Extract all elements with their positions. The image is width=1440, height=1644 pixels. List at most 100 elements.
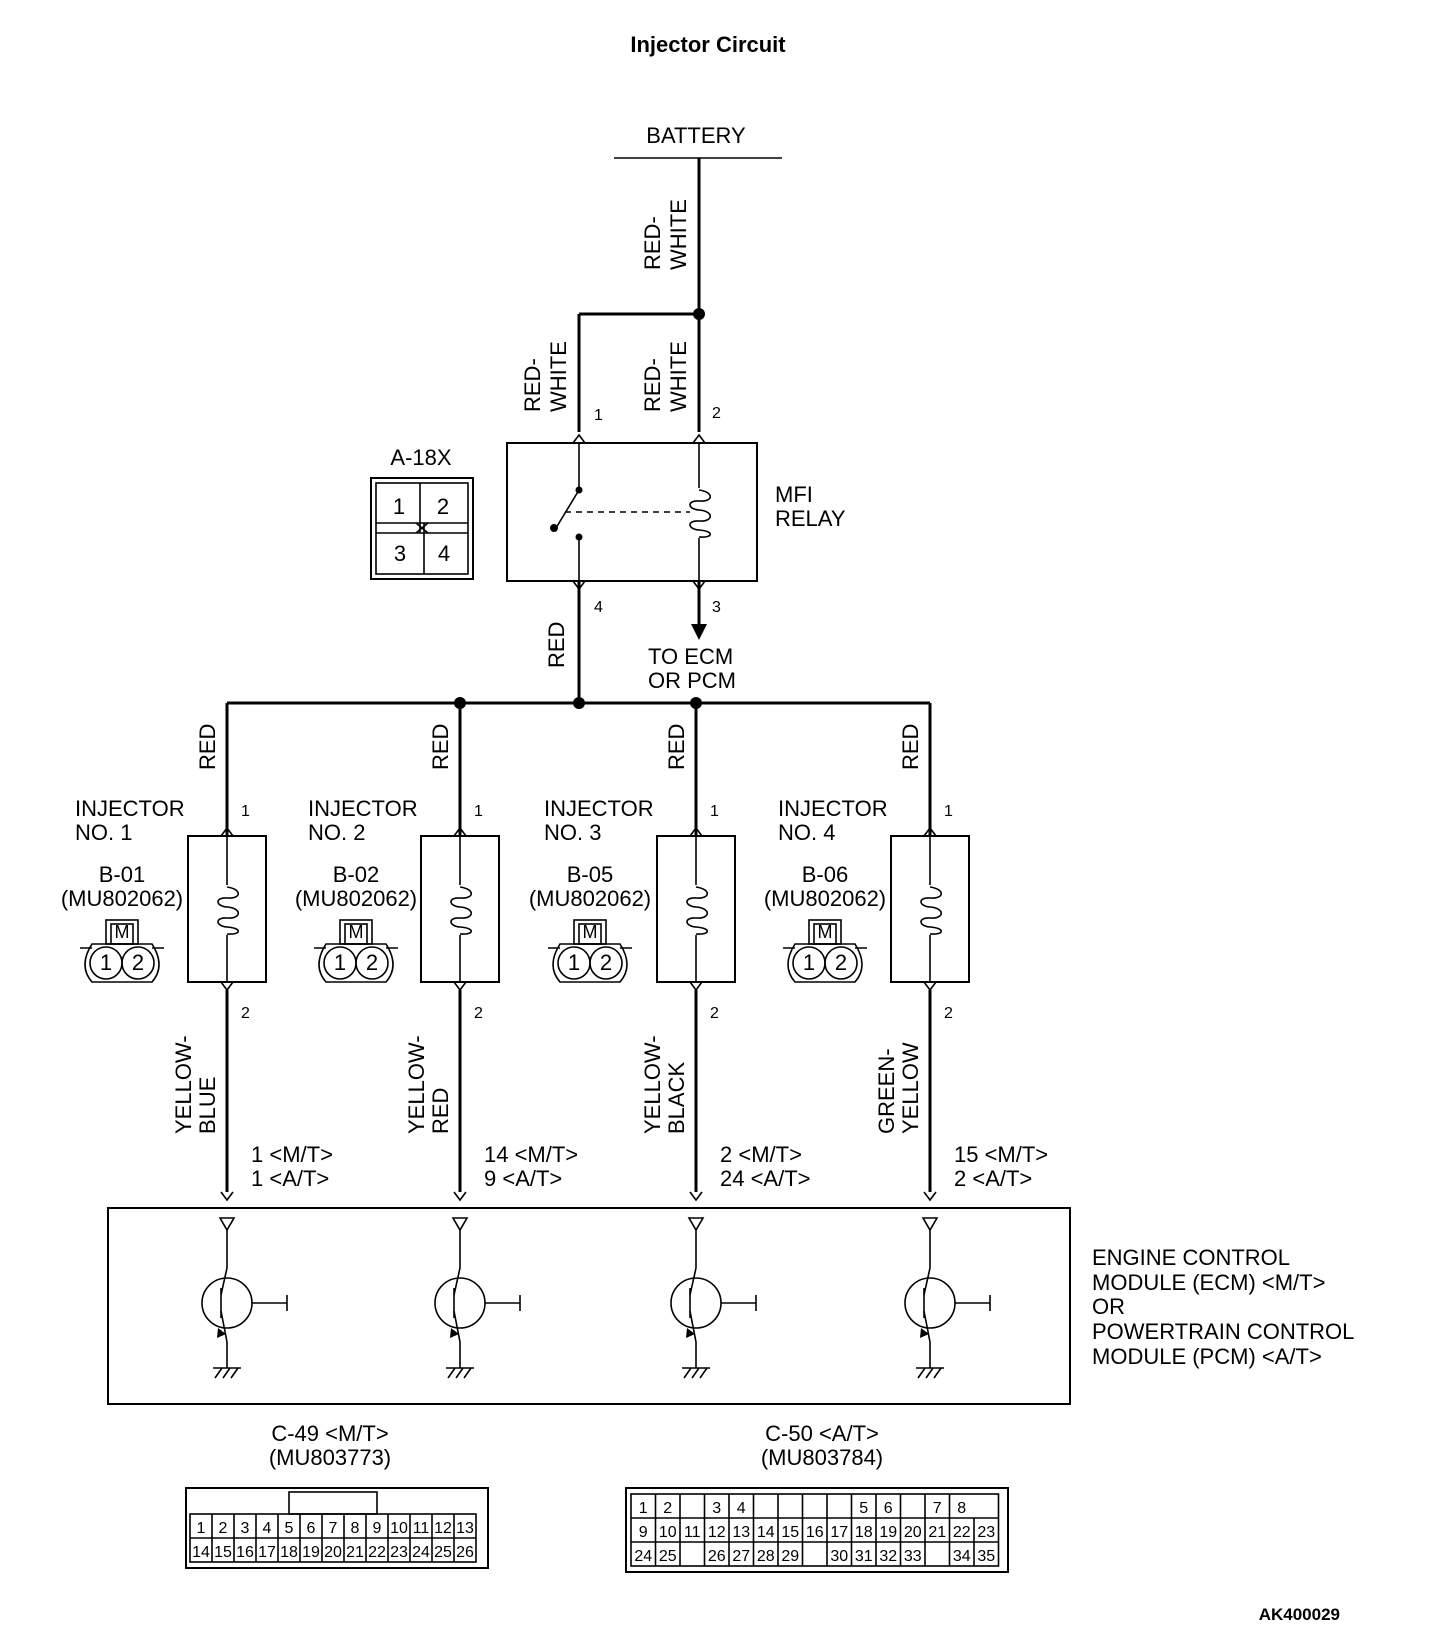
relay-pin-3: 3 — [712, 599, 721, 616]
injector-1-conn-at: 1 <A/T> — [251, 1166, 329, 1191]
to-ecm-line1: TO ECM — [648, 644, 733, 669]
injector-2-part: (MU802062) — [295, 886, 417, 911]
connector-c50-cell: 31 — [855, 1548, 873, 1565]
wire-label-red-white-left-1: RED- — [520, 358, 545, 412]
connector-c50-cell: 12 — [708, 1524, 726, 1541]
injector-4-name-line1: INJECTOR — [778, 796, 888, 821]
connector-c49-cell: 11 — [413, 1520, 430, 1537]
injector-2-conn-at: 9 <A/T> — [484, 1166, 562, 1191]
relay-name-line2: RELAY — [775, 506, 846, 531]
connector-c50-cell: 17 — [830, 1524, 848, 1541]
injector-connector-2 — [314, 919, 398, 983]
connector-c49-cell: 24 — [412, 1544, 430, 1561]
connector-c50-cell: 29 — [781, 1548, 799, 1565]
connector-c50-cell: 26 — [708, 1548, 726, 1565]
connector-c50-cell: 22 — [953, 1524, 971, 1541]
connector-c50-cell: 19 — [879, 1524, 897, 1541]
injector-4-part: (MU802062) — [764, 886, 886, 911]
injector-4-pin-top: 1 — [944, 803, 953, 820]
injector-1-conn-mt: 1 <M/T> — [251, 1142, 333, 1167]
connector-c50-cell: 13 — [732, 1524, 750, 1541]
injector-3-connector-pin-2: 2 — [600, 950, 612, 975]
connector-c50-label: C-50 <A/T> — [765, 1421, 879, 1446]
injector-2-code: B-02 — [333, 862, 379, 887]
supply-wires — [577, 158, 705, 432]
page-title: Injector Circuit — [630, 32, 786, 57]
injector-4-wire-red: RED — [898, 724, 923, 770]
wire-label-red-white-left-2: WHITE — [546, 341, 571, 412]
connector-c50-cell: 34 — [953, 1548, 971, 1565]
connector-c49-cell: 6 — [307, 1520, 316, 1537]
battery-label: BATTERY — [646, 123, 746, 148]
injector-1-wire-red: RED — [195, 724, 220, 770]
connector-c50-cell: 24 — [634, 1548, 652, 1565]
injector-2-conn-mt: 14 <M/T> — [484, 1142, 578, 1167]
wire-label-red-white-top-1: RED- — [640, 216, 665, 270]
transistor-2 — [434, 1217, 521, 1379]
injector-1-wire-bottom-1: YELLOW- — [171, 1035, 196, 1134]
connector-c49-cell: 4 — [263, 1520, 272, 1537]
injector-connector-1 — [80, 919, 164, 983]
injector-3-name-line2: NO. 3 — [544, 820, 601, 845]
injector-2-wire-bottom-2: RED — [428, 1088, 453, 1134]
connector-c49-cell: 23 — [390, 1544, 408, 1561]
injector-3-conn-at: 24 <A/T> — [720, 1166, 811, 1191]
injector-connector-4 — [783, 919, 867, 983]
wire-label-red-white-top-2: WHITE — [666, 199, 691, 270]
injector-4-wire-bottom-1: GREEN- — [874, 1048, 899, 1134]
relay-pin-1: 1 — [594, 407, 603, 424]
injector-3-wire-bottom-2: BLACK — [664, 1062, 689, 1134]
connector-c50-cell: 21 — [928, 1524, 946, 1541]
connector-c50-cell: 35 — [977, 1548, 995, 1565]
injector-4-name-line2: NO. 4 — [778, 820, 835, 845]
injector-1-wire-bottom-2: BLUE — [195, 1077, 220, 1134]
connector-c50-cell: 8 — [957, 1500, 966, 1517]
connector-c49-cell: 8 — [351, 1520, 360, 1537]
figure-code: AK400029 — [1259, 1605, 1340, 1624]
connector-c49-cell: 12 — [434, 1520, 452, 1537]
connector-c49-cell: 9 — [373, 1520, 382, 1537]
connector-a18x-pin-4: 4 — [438, 541, 450, 566]
injector-3-wire-red: RED — [664, 724, 689, 770]
connector-c49-cell: 25 — [434, 1544, 452, 1561]
connector-c49-cell: 5 — [285, 1520, 294, 1537]
connector-c49-cell: 20 — [324, 1544, 342, 1561]
connector-c49-cell: 21 — [346, 1544, 364, 1561]
connector-c50-cell: 32 — [879, 1548, 897, 1565]
injector-3-connector-letter: M — [583, 922, 598, 942]
injector-1-pin-top: 1 — [241, 803, 250, 820]
injector-3-pin-top: 1 — [710, 803, 719, 820]
injector-2-wire-bottom-1: YELLOW- — [404, 1035, 429, 1134]
connector-c49-cell: 19 — [302, 1544, 320, 1561]
connector-c50-cell: 5 — [859, 1500, 868, 1517]
wire-label-red-white-right-1: RED- — [640, 358, 665, 412]
connector-c50-cell: 6 — [884, 1500, 893, 1517]
transistor-1 — [201, 1217, 288, 1379]
injector-3-name-line1: INJECTOR — [544, 796, 654, 821]
connector-c49-cell: 16 — [236, 1544, 254, 1561]
connector-c49-part: (MU803773) — [269, 1445, 391, 1470]
injector-3 — [656, 703, 736, 1201]
connector-c50-cell: 14 — [757, 1524, 775, 1541]
module-label-line1: ENGINE CONTROL — [1092, 1245, 1290, 1270]
connector-c50-cell: 4 — [737, 1500, 746, 1517]
wire-label-red-white-right-2: WHITE — [666, 341, 691, 412]
mfi-relay — [506, 434, 758, 703]
injector-1-part: (MU802062) — [61, 886, 183, 911]
injector-1-name-line2: NO. 1 — [75, 820, 132, 845]
injector-3-code: B-05 — [567, 862, 613, 887]
connector-c49-cell: 15 — [214, 1544, 232, 1561]
connector-c50-cell: 33 — [904, 1548, 922, 1565]
injector-2-connector-pin-1: 1 — [334, 950, 346, 975]
wire-label-red-relay: RED — [544, 622, 569, 668]
injector-4-connector-letter: M — [818, 922, 833, 942]
injector-4 — [890, 703, 970, 1201]
connector-c50-cell: 2 — [663, 1500, 672, 1517]
injector-4-connector-pin-1: 1 — [803, 950, 815, 975]
connector-a18x — [370, 477, 474, 580]
connector-c50-cell: 7 — [933, 1500, 942, 1517]
